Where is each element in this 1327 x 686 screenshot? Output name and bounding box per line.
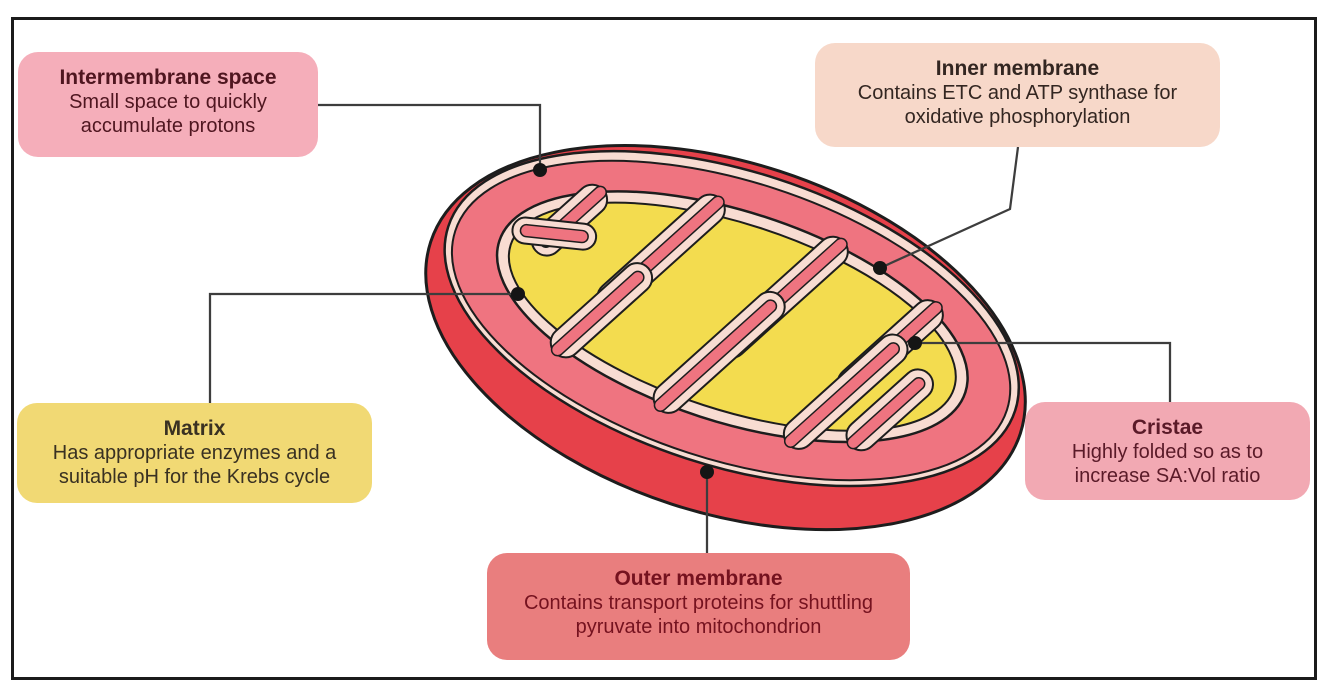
cristae-connector [915, 341, 1172, 402]
crista-fold [511, 216, 598, 251]
label-inner-membrane-title: Inner membrane [935, 57, 1100, 80]
cristae-marker [908, 336, 922, 350]
inner-membrane-connector [879, 146, 1020, 270]
crista-fold [845, 368, 934, 452]
label-outer-membrane-title: Outer membrane [614, 567, 783, 590]
label-intermembrane-space-description: Small space to quickly accumulate proton… [69, 91, 267, 137]
label-intermembrane-space-title: Intermembrane space [59, 66, 277, 89]
cristae-folds [511, 183, 944, 452]
label-matrix-title: Matrix [163, 417, 226, 440]
label-matrix: Matrix Has appropriate enzymes and a sui… [17, 403, 372, 503]
matrix-connector [208, 292, 518, 403]
label-cristae-title: Cristae [1131, 416, 1204, 439]
inner-membrane-marker [873, 261, 887, 275]
label-matrix-description: Has appropriate enzymes and a suitable p… [52, 442, 337, 488]
outer-membrane-marker [700, 465, 714, 479]
label-intermembrane-space: Intermembrane space Small space to quick… [18, 52, 318, 157]
label-inner-membrane-description: Contains ETC and ATP synthase for oxidat… [857, 82, 1178, 128]
marker-dots [511, 163, 922, 479]
crista-fold [652, 290, 786, 414]
connector-lines [208, 103, 1172, 553]
label-cristae: Cristae Highly folded so as to increase … [1025, 402, 1310, 500]
crista-fold [782, 333, 909, 450]
label-cristae-description: Highly folded so as to increase SA:Vol r… [1071, 441, 1264, 487]
border-frame [11, 17, 1317, 680]
matrix-marker [511, 287, 525, 301]
label-outer-membrane: Outer membrane Contains transport protei… [487, 553, 910, 660]
label-inner-membrane: Inner membrane Contains ETC and ATP synt… [815, 43, 1220, 147]
crista-fold [549, 262, 654, 359]
intermembrane-space-connector [318, 103, 542, 170]
label-outer-membrane-description: Contains transport proteins for shuttlin… [523, 592, 874, 638]
intermembrane-space-marker [533, 163, 547, 177]
mitochondrion [424, 144, 1027, 532]
